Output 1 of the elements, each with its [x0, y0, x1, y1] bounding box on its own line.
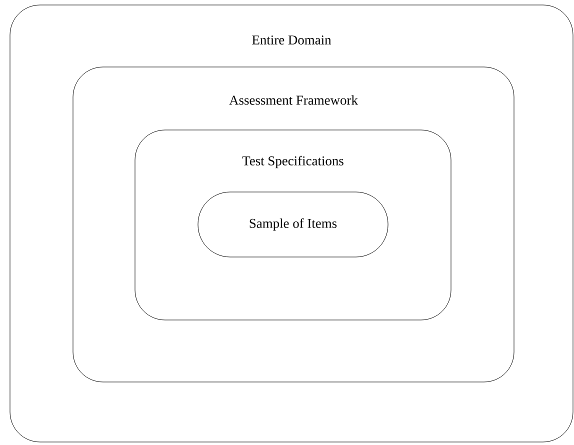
rounded-box: Sample of Items: [198, 192, 388, 258]
